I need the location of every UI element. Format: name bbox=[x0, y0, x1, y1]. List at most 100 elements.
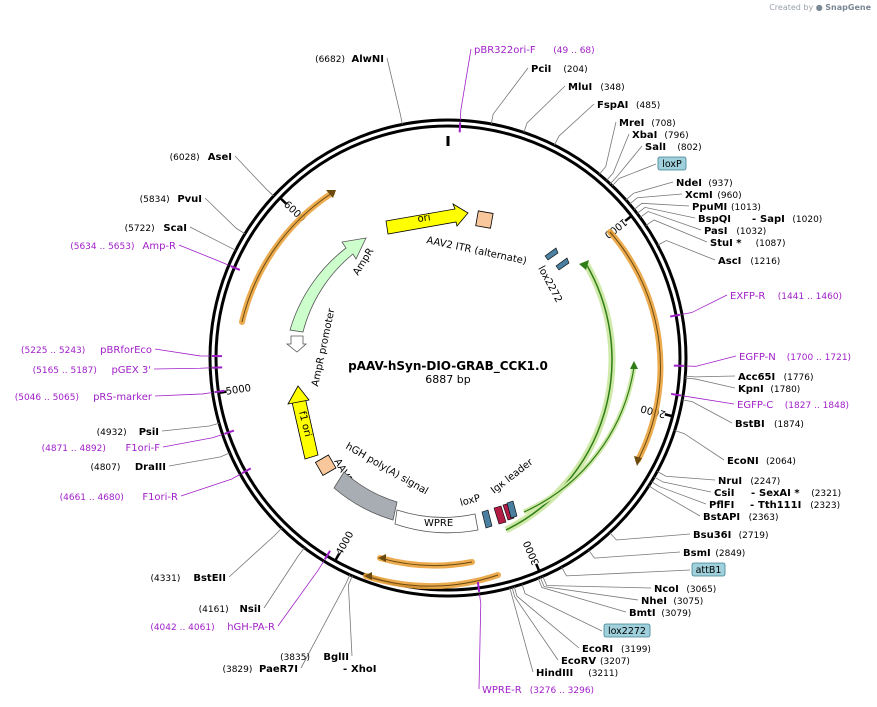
leader-line bbox=[521, 584, 603, 632]
enzyme-site[interactable]: NcoI(3065) bbox=[654, 584, 716, 595]
ampr-feature bbox=[289, 237, 367, 333]
feature-box-label: loxP bbox=[662, 159, 682, 170]
enzyme-separator: - bbox=[343, 664, 347, 675]
enzyme-name: NruI bbox=[718, 476, 742, 487]
enzyme-site[interactable]: DraIII(4807) bbox=[90, 462, 166, 473]
leader-line bbox=[277, 560, 325, 627]
enzyme-site[interactable]: KpnI(1780) bbox=[738, 384, 800, 395]
enzyme-site[interactable]: - SexAI *(2321) bbox=[751, 488, 841, 499]
enzyme-site[interactable]: EcoRV(3207) bbox=[561, 656, 630, 667]
enzyme-position: (4331) bbox=[150, 574, 180, 584]
primer-site[interactable]: F1ori-F(4871 .. 4892) bbox=[42, 429, 235, 454]
enzyme-site[interactable]: XcmI(960) bbox=[685, 190, 742, 201]
green-arrowhead-outer bbox=[579, 260, 589, 270]
enzyme-site[interactable]: PvuI(5834) bbox=[140, 194, 202, 205]
boxed-feature[interactable]: attB1 bbox=[691, 562, 726, 577]
enzyme-site[interactable]: BglII(3835) bbox=[280, 652, 349, 663]
boxed-feature[interactable]: lox2272 bbox=[603, 623, 651, 638]
primer-site[interactable]: F1ori-R(4661 .. 4680) bbox=[60, 467, 252, 503]
enzyme-site[interactable]: AscI(1216) bbox=[718, 256, 780, 267]
enzyme-position: (2247) bbox=[750, 477, 780, 487]
enzyme-site[interactable]: PciI(204) bbox=[531, 64, 588, 75]
enzyme-site[interactable]: Acc65I(1776) bbox=[738, 372, 814, 383]
enzyme-position: (4161) bbox=[199, 605, 229, 615]
snapgene-credit: Created by ● SnapGene bbox=[769, 3, 871, 12]
enzyme-site[interactable]: - SapI(1020) bbox=[752, 214, 822, 225]
leader-line bbox=[161, 422, 220, 432]
enzyme-site[interactable]: NheI(3075) bbox=[641, 596, 703, 607]
primer-site[interactable]: EXFP-R(1441 .. 1460) bbox=[669, 291, 842, 318]
leader-line bbox=[459, 48, 472, 121]
enzyme-site[interactable]: BstAPI(2363) bbox=[703, 512, 779, 523]
enzyme-name: Tth111I bbox=[758, 500, 801, 511]
enzyme-site[interactable]: NsiI(4161) bbox=[199, 604, 261, 615]
enzyme-site[interactable]: Bsu36I(2719) bbox=[693, 530, 769, 541]
leader-line bbox=[682, 395, 735, 405]
leader-line bbox=[478, 593, 482, 690]
enzyme-site[interactable]: MreI(708) bbox=[619, 118, 676, 129]
primer-site[interactable]: pGEX 3'(5165 .. 5187) bbox=[33, 365, 223, 376]
leader-line bbox=[588, 549, 681, 559]
enzyme-separator: - bbox=[752, 214, 756, 225]
leader-line bbox=[234, 155, 274, 197]
cds-arrowhead-bottom-a bbox=[364, 572, 372, 580]
enzyme-site[interactable]: EcoNI(2064) bbox=[727, 456, 796, 467]
primer-position: (4042 .. 4061) bbox=[150, 623, 214, 633]
primer-site[interactable]: Amp-R(5634 .. 5653) bbox=[70, 241, 241, 271]
enzyme-site[interactable]: PasI(1032) bbox=[704, 226, 766, 237]
enzyme-site[interactable]: PflFI bbox=[709, 500, 734, 511]
enzyme-name: Bsu36I bbox=[693, 530, 731, 541]
leader-line bbox=[609, 532, 691, 541]
enzyme-site[interactable]: StuI *(1087) bbox=[710, 238, 786, 249]
leader-line bbox=[685, 355, 737, 367]
primer-position: (4871 .. 4892) bbox=[42, 444, 106, 454]
enzyme-site[interactable]: XbaI(796) bbox=[632, 130, 689, 141]
primer-site[interactable]: pRS-marker(5046 .. 5065) bbox=[15, 389, 225, 403]
enzyme-position: (3079) bbox=[661, 609, 691, 619]
leader-line bbox=[639, 211, 702, 231]
feature-box-label: attB1 bbox=[696, 565, 722, 576]
enzyme-name: SapI bbox=[760, 214, 785, 225]
enzyme-site[interactable]: - XhoI bbox=[343, 664, 376, 675]
leader-line bbox=[606, 133, 630, 181]
enzyme-site[interactable]: NruI (2247) bbox=[718, 476, 780, 487]
enzyme-site[interactable]: BsmI(2849) bbox=[683, 548, 745, 559]
enzyme-site[interactable]: - Tth111I(2323) bbox=[750, 500, 840, 511]
enzyme-position: (6682) bbox=[315, 55, 345, 65]
enzyme-site[interactable]: EcoRI(3199) bbox=[582, 644, 651, 655]
enzyme-site[interactable]: BspQI bbox=[698, 214, 731, 225]
enzyme-site[interactable]: PsiI(4932) bbox=[97, 427, 159, 438]
primer-name: pBRforEco bbox=[100, 345, 152, 356]
primer-site[interactable]: WPRE-R(3276 .. 3296) bbox=[476, 581, 594, 696]
leader-line bbox=[180, 473, 241, 497]
primer-site[interactable]: pBR322ori-F(49 .. 68) bbox=[458, 45, 595, 133]
lox2272-upper-a bbox=[544, 247, 559, 261]
primer-tick bbox=[224, 429, 235, 435]
enzyme-site[interactable]: SalI(802) bbox=[645, 142, 702, 153]
enzyme-site[interactable]: AlwNI(6682) bbox=[315, 54, 384, 65]
leader-line bbox=[162, 434, 223, 448]
primer-site[interactable]: EGFP-N(1700 .. 1721) bbox=[673, 352, 851, 367]
enzyme-site[interactable]: AseI(6028) bbox=[170, 152, 232, 163]
primer-site[interactable]: EGFP-C(1827 .. 1848) bbox=[670, 392, 849, 411]
primer-site[interactable]: pBRforEco(5225 .. 5243) bbox=[21, 345, 223, 358]
enzyme-site[interactable]: BstEII(4331) bbox=[150, 573, 226, 584]
enzyme-site[interactable]: HindIII(3211) bbox=[536, 668, 618, 679]
enzyme-site[interactable]: NdeI(937) bbox=[676, 178, 733, 189]
primer-position: (5165 .. 5187) bbox=[33, 366, 97, 376]
enzyme-site[interactable]: BstBI(1874) bbox=[735, 419, 804, 430]
enzyme-site[interactable]: PaeR7I(3829) bbox=[222, 664, 298, 675]
enzyme-site[interactable]: ScaI(5722) bbox=[125, 223, 187, 234]
cds-arrowhead-bottom-b bbox=[378, 554, 386, 562]
primer-site[interactable]: hGH-PA-R(4042 .. 4061) bbox=[150, 550, 331, 633]
igk-label: Igκ leader bbox=[489, 456, 536, 496]
enzyme-site[interactable]: FspAI(485) bbox=[597, 100, 660, 111]
enzyme-site[interactable]: MluI(348) bbox=[568, 82, 625, 93]
wpre-label: WPRE bbox=[424, 518, 453, 529]
boxed-feature[interactable]: loxP bbox=[657, 156, 687, 171]
enzyme-site[interactable]: PpuMI(1013) bbox=[692, 202, 761, 213]
enzyme-site[interactable]: CsiI bbox=[714, 488, 734, 499]
enzyme-name: EcoRV bbox=[561, 656, 596, 667]
credit-brand: SnapGene bbox=[825, 3, 871, 12]
enzyme-site[interactable]: BmtI(3079) bbox=[629, 608, 691, 619]
